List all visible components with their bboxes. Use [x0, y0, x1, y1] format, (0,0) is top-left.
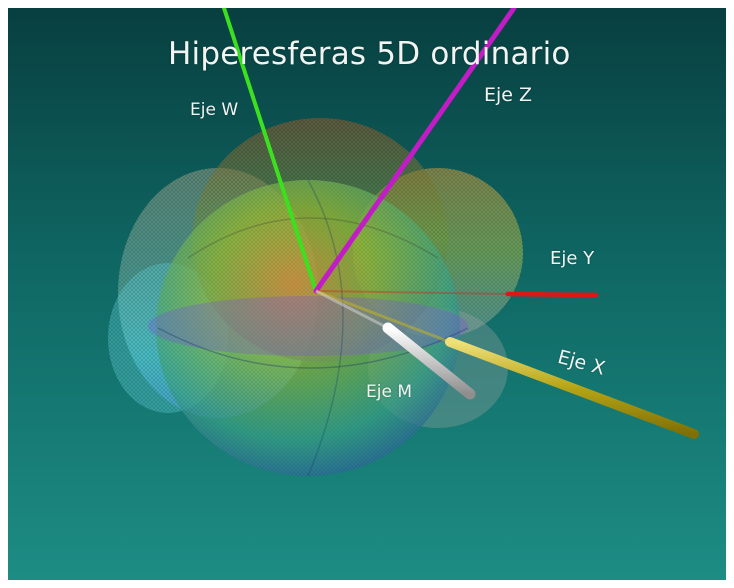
axis-z-line: [313, 8, 517, 294]
hyperspheres: [108, 118, 523, 477]
meridian-lower: [157, 327, 469, 369]
axis-m-line: [382, 322, 476, 400]
meridian-vertical: [307, 179, 344, 477]
axis-y-line: [505, 291, 599, 298]
axis-m-label: Eje M: [366, 382, 412, 402]
axis-w-label: Eje W: [190, 100, 239, 120]
axes: [222, 8, 699, 439]
axis-w-line: [222, 8, 318, 293]
scene-svg: [8, 8, 726, 580]
axis-y-label: Eje Y: [550, 248, 595, 269]
axis-m-inner: [315, 289, 389, 330]
axis-x-line: [445, 337, 699, 439]
hypersphere-scene: Hiperesferas 5D ordinario Eje W Eje Z Ej…: [8, 8, 726, 580]
axis-z-label: Eje Z: [484, 84, 533, 106]
figure-title: Hiperesferas 5D ordinario: [168, 36, 571, 72]
equator-band: [148, 296, 468, 356]
main-sphere-mesh: [156, 180, 460, 476]
axis-y-inner: [315, 290, 509, 295]
meridian-upper: [187, 217, 439, 259]
axis-x-inner: [315, 289, 451, 344]
